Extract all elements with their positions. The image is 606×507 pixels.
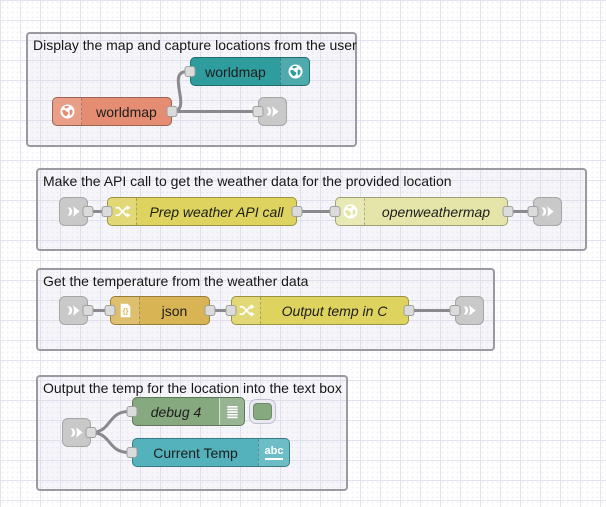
node-openweathermap[interactable]: openweathermap — [335, 197, 508, 226]
abc-icon: abc — [258, 439, 289, 466]
node-label: worldmap — [205, 63, 266, 80]
node-link-out[interactable] — [533, 197, 562, 226]
node-worldmap-in[interactable]: worldmap — [190, 57, 310, 86]
node-debug[interactable]: debug 4 — [132, 397, 245, 426]
group-label: Display the map and capture locations fr… — [33, 37, 357, 53]
json-file-icon: {} — [111, 297, 140, 324]
node-worldmap-out[interactable]: worldmap — [52, 97, 172, 126]
debug-toggle-button[interactable] — [249, 399, 276, 424]
node-link-out[interactable] — [258, 97, 287, 126]
node-label: debug 4 — [150, 403, 202, 420]
node-label: worldmap — [96, 103, 157, 120]
node-link-in[interactable] — [59, 197, 88, 226]
link-arrow-icon — [541, 205, 554, 218]
node-label: json — [161, 302, 188, 319]
node-label: openweathermap — [381, 203, 491, 220]
debug-list-icon — [219, 398, 244, 425]
link-arrow-icon — [67, 304, 80, 317]
shuffle-icon — [108, 198, 137, 225]
globe-icon — [280, 58, 309, 85]
node-ui-text-current-temp[interactable]: Current Temp abc — [132, 438, 290, 467]
node-change-prep-weather[interactable]: Prep weather API call — [107, 197, 297, 226]
node-label: Prep weather API call — [149, 203, 284, 220]
link-arrow-icon — [463, 304, 476, 317]
link-arrow-icon — [70, 426, 83, 439]
shuffle-icon — [232, 297, 261, 324]
link-arrow-icon — [266, 105, 279, 118]
node-json[interactable]: {} json — [110, 296, 210, 325]
link-arrow-icon — [67, 205, 80, 218]
node-label: Output temp in C — [281, 302, 388, 319]
group-label: Output the temp for the location into th… — [43, 380, 342, 396]
node-link-in[interactable] — [62, 418, 91, 447]
globe-icon — [336, 198, 365, 225]
debug-toggle-state — [253, 403, 272, 420]
group-label: Get the temperature from the weather dat… — [43, 273, 309, 289]
node-link-out[interactable] — [455, 296, 484, 325]
node-label: Current Temp — [153, 444, 238, 461]
node-change-output-temp[interactable]: Output temp in C — [231, 296, 409, 325]
globe-icon — [53, 98, 82, 125]
group-display-map[interactable]: Display the map and capture locations fr… — [26, 32, 357, 147]
group-label: Make the API call to get the weather dat… — [43, 173, 452, 189]
svg-text:{}: {} — [122, 307, 128, 316]
node-link-in[interactable] — [59, 296, 88, 325]
